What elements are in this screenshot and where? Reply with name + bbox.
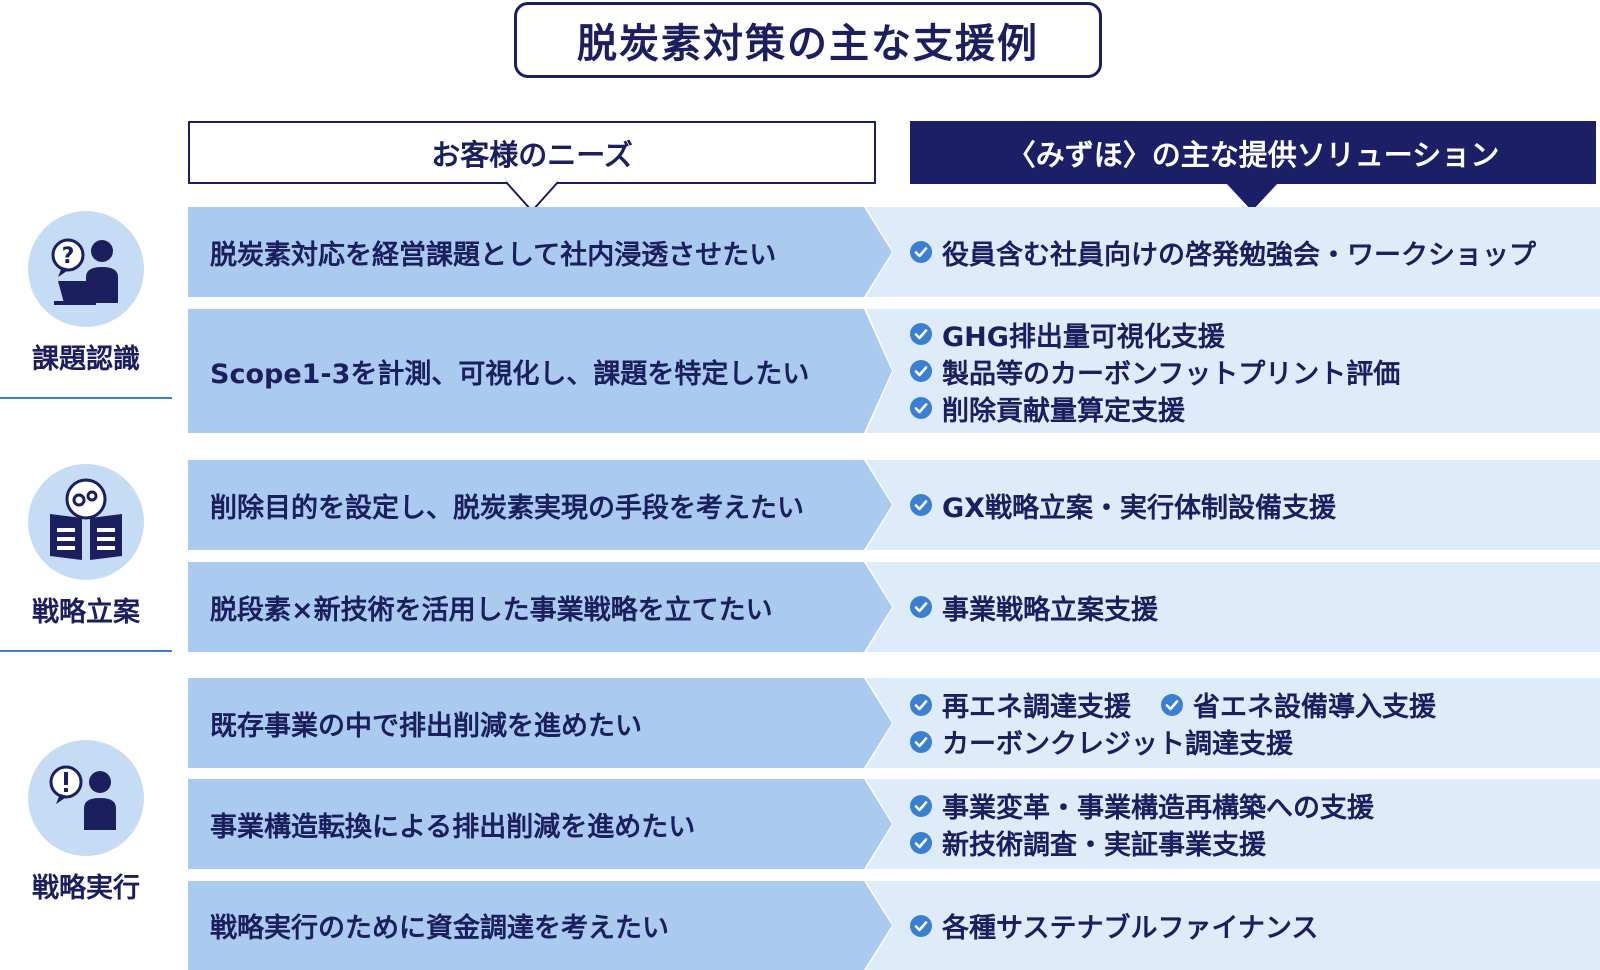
solution-line: 役員含む社員向けの啓発勉強会・ワークショップ — [910, 234, 1600, 271]
solution-text: 役員含む社員向けの啓発勉強会・ワークショップ — [942, 239, 1536, 271]
solutions-header-label: 〈みずほ〉の主な提供ソリューション — [1006, 137, 1500, 172]
need-row: 脱炭素対応を経営課題として社内浸透させたい — [188, 207, 892, 297]
check-circle-icon — [910, 794, 932, 817]
solution-text: 省エネ設備導入支援 — [1193, 692, 1436, 723]
solution-item: 事業戦略立案支援 — [910, 588, 1158, 627]
need-text: 既存事業の中で排出削減を進めたい — [210, 710, 642, 742]
solution-item: 事業変革・事業構造再構築への支援 — [910, 786, 1374, 825]
solutions-header-pointer — [1226, 183, 1278, 211]
solution-row: GX戦略立案・実行体制設備支援 — [866, 460, 1600, 550]
need-row: Scope1-3を計測、可視化し、課題を特定したい — [188, 309, 892, 433]
solution-line: 事業変革・事業構造再構築への支援 — [910, 787, 1600, 824]
solution-text: 再エネ調達支援 — [942, 692, 1131, 723]
solution-line: 製品等のカーボンフットプリント評価 — [910, 353, 1600, 390]
check-circle-icon — [910, 323, 932, 345]
check-circle-icon — [910, 397, 932, 419]
solution-text: GX戦略立案・実行体制設備支援 — [942, 492, 1336, 524]
solution-item: 製品等のカーボンフットプリント評価 — [910, 352, 1400, 391]
solution-row: 事業戦略立案支援 — [866, 562, 1600, 652]
solution-row: 各種サステナブルファイナンス — [866, 881, 1600, 970]
solution-line: 新技術調査・実証事業支援 — [910, 824, 1600, 861]
check-circle-icon — [910, 494, 932, 516]
stage-label-strategy-execution: 戦略実行 — [32, 873, 140, 904]
solution-line: 削除貢献量算定支援 — [910, 390, 1600, 427]
stage-divider — [0, 650, 172, 652]
solution-text: 事業戦略立案支援 — [942, 594, 1158, 626]
needs-header: お客様のニーズ — [188, 121, 876, 184]
solution-text: GHG排出量可視化支援 — [942, 321, 1225, 353]
check-circle-icon — [910, 360, 932, 382]
check-circle-icon — [910, 831, 932, 854]
solution-item: 新技術調査・実証事業支援 — [910, 823, 1266, 862]
solution-row: 事業変革・事業構造再構築への支援新技術調査・実証事業支援 — [866, 779, 1600, 869]
book-gear-icon — [28, 464, 144, 580]
check-circle-icon — [910, 241, 932, 263]
check-circle-icon — [910, 596, 932, 618]
solution-item: 削除貢献量算定支援 — [910, 389, 1185, 428]
solutions-header: 〈みずほ〉の主な提供ソリューション — [910, 121, 1596, 184]
need-text: 脱炭素対応を経営課題として社内浸透させたい — [210, 239, 777, 271]
need-row: 既存事業の中で排出削減を進めたい — [188, 678, 892, 768]
need-row: 脱段素×新技術を活用した事業戦略を立てたい — [188, 562, 892, 652]
solution-item: 役員含む社員向けの啓発勉強会・ワークショップ — [910, 233, 1536, 272]
solution-row: 再エネ調達支援 省エネ設備導入支援カーボンクレジット調達支援 — [866, 678, 1600, 768]
solution-line: 各種サステナブルファイナンス — [910, 907, 1600, 944]
need-text: 削除目的を設定し、脱炭素実現の手段を考えたい — [210, 492, 804, 524]
need-text: Scope1-3を計測、可視化し、課題を特定したい — [210, 358, 810, 390]
solution-row: GHG排出量可視化支援製品等のカーボンフットプリント評価削除貢献量算定支援 — [866, 309, 1600, 433]
check-circle-icon — [1161, 693, 1183, 716]
need-row: 削除目的を設定し、脱炭素実現の手段を考えたい — [188, 460, 892, 550]
solution-line: カーボンクレジット調達支援 — [910, 723, 1600, 760]
solution-line: GX戦略立案・実行体制設備支援 — [910, 487, 1600, 524]
stage-label-strategy-planning: 戦略立案 — [32, 597, 140, 628]
solution-text: 事業変革・事業構造再構築への支援 — [942, 793, 1374, 824]
check-circle-icon — [910, 693, 932, 716]
solution-text: 各種サステナブルファイナンス — [942, 913, 1319, 944]
solution-item: 省エネ設備導入支援 — [1161, 685, 1436, 724]
solution-text: 新技術調査・実証事業支援 — [942, 830, 1266, 861]
page-title: 脱炭素対策の主な支援例 — [514, 2, 1102, 78]
need-text: 事業構造転換による排出削減を進めたい — [210, 811, 696, 843]
solution-item: 再エネ調達支援 — [910, 685, 1131, 724]
solution-item: カーボンクレジット調達支援 — [910, 722, 1293, 761]
solution-item: GX戦略立案・実行体制設備支援 — [910, 486, 1336, 525]
check-circle-icon — [910, 730, 932, 753]
check-circle-icon — [910, 914, 932, 937]
question-person-laptop-icon: ? — [28, 211, 144, 327]
exclamation-person-icon — [28, 740, 144, 856]
stage-divider — [0, 397, 172, 399]
need-row: 戦略実行のために資金調達を考えたい — [188, 881, 892, 970]
solution-text: 製品等のカーボンフットプリント評価 — [942, 358, 1401, 390]
solution-text: カーボンクレジット調達支援 — [942, 729, 1293, 760]
need-text: 戦略実行のために資金調達を考えたい — [210, 913, 669, 944]
need-text: 脱段素×新技術を活用した事業戦略を立てたい — [210, 594, 773, 626]
solution-line: GHG排出量可視化支援 — [910, 316, 1600, 353]
solution-item: 各種サステナブルファイナンス — [910, 906, 1318, 945]
stage-label-issue-recognition: 課題認識 — [32, 344, 140, 375]
solution-line: 再エネ調達支援 省エネ設備導入支援 — [910, 686, 1600, 723]
solution-line: 事業戦略立案支援 — [910, 589, 1600, 626]
solution-row: 役員含む社員向けの啓発勉強会・ワークショップ — [866, 207, 1600, 297]
svg-text:?: ? — [62, 244, 75, 269]
solution-text: 削除貢献量算定支援 — [942, 395, 1185, 427]
needs-header-label: お客様のニーズ — [431, 137, 633, 172]
need-row: 事業構造転換による排出削減を進めたい — [188, 779, 892, 869]
solution-item: GHG排出量可視化支援 — [910, 315, 1225, 354]
page-title-text: 脱炭素対策の主な支援例 — [577, 21, 1039, 67]
